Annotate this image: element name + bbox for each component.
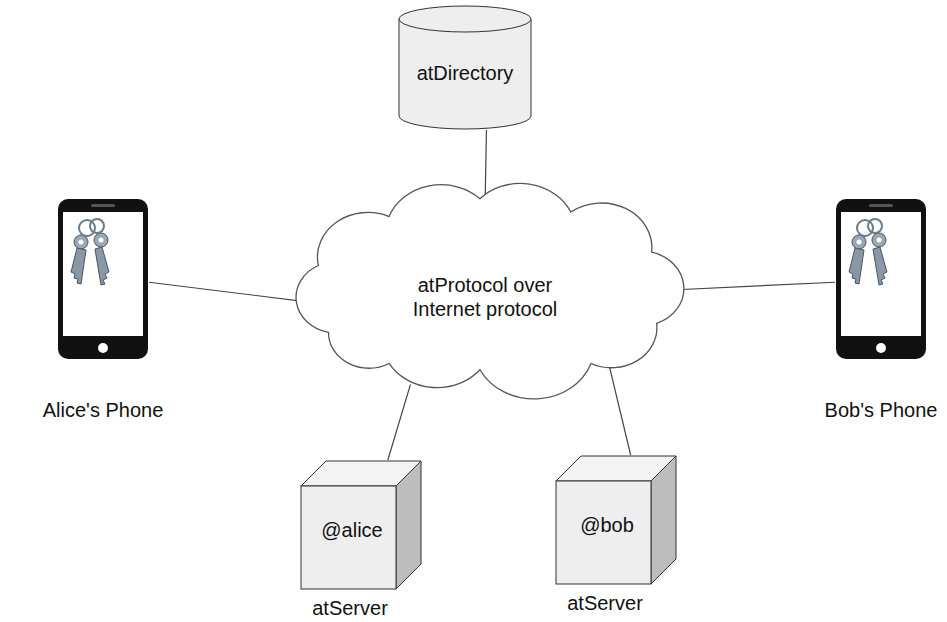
phone-with-keys <box>57 198 149 360</box>
server-cube: @bobatServer <box>555 455 677 585</box>
device-label: Bob's Phone <box>825 398 938 422</box>
directory-cylinder: atDirectory <box>398 5 532 130</box>
network-cloud: atProtocol over Internet protocol <box>278 172 692 408</box>
connector-line <box>609 366 630 455</box>
server-name: @alice <box>321 518 382 542</box>
server-label: atServer <box>312 596 388 620</box>
phone-device: Bob's Phone <box>835 198 927 360</box>
node-label: atProtocol over Internet protocol <box>385 273 585 321</box>
server-name: @bob <box>580 513 634 537</box>
connector-line <box>149 282 307 302</box>
server-cube: @aliceatServer <box>300 460 422 590</box>
phone-device: Alice's Phone <box>57 198 149 360</box>
connector-line <box>671 282 835 290</box>
device-label: Alice's Phone <box>43 398 164 422</box>
node-label: atDirectory <box>398 61 532 85</box>
server-label: atServer <box>567 591 643 615</box>
connector-line <box>388 384 411 460</box>
phone-with-keys <box>835 198 927 360</box>
